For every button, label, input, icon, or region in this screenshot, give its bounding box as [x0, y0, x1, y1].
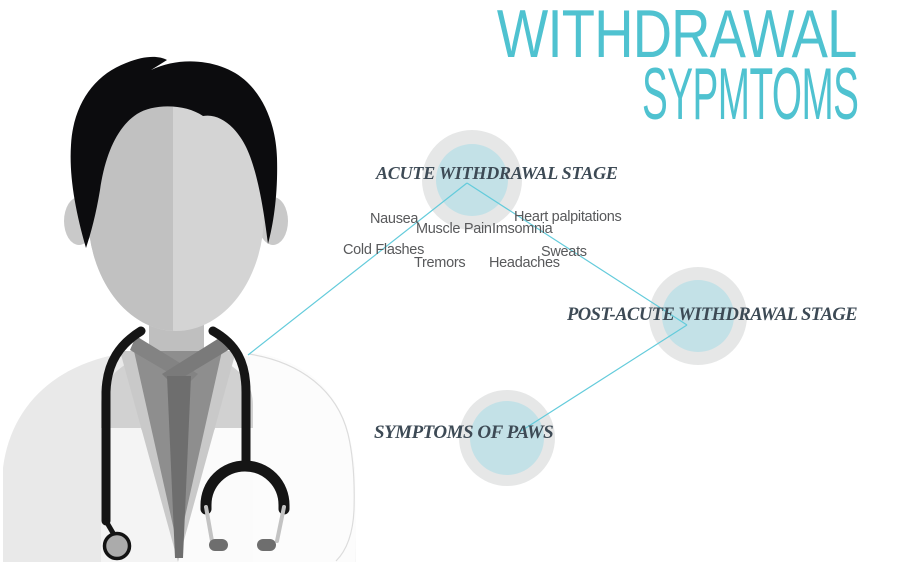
doctor-collar-right [162, 335, 230, 384]
symptom-heart-palpitations: Heart palpitations [514, 209, 622, 225]
symptom-sweats: Sweats [541, 244, 587, 260]
symptom-nausea: Nausea [370, 211, 419, 227]
symptom-tremors: Tremors [414, 255, 466, 271]
doctor-illustration [3, 56, 356, 562]
paws-stage-node [470, 401, 544, 475]
page-title-line1: WITHDRAWAL [497, 0, 857, 72]
doctor-coat-right [250, 352, 356, 562]
symptom-muscle-pain: Muscle Pain [416, 221, 492, 237]
connector-acute-to-post-acute [466, 182, 688, 326]
doctor-coat-outline [248, 353, 355, 562]
post-acute-stage-label: POST-ACUTE WITHDRAWAL STAGE [567, 305, 858, 325]
symptom-headaches: Headaches [489, 255, 560, 271]
symptom-cold-flashes: Cold Flashes [343, 242, 425, 258]
connector-acute-to-doctor [247, 182, 468, 356]
doctor-coat-panel-right [178, 428, 253, 562]
doctor-hair [70, 56, 278, 248]
page-title-line2: SYPMTOMS [641, 54, 859, 135]
connector-post-acute-to-paws [520, 324, 688, 432]
paws-stage-label: SYMPTOMS OF PAWS [374, 422, 554, 443]
acute-stage-label: ACUTE WITHDRAWAL STAGE [376, 163, 618, 183]
acute-stage-node [436, 144, 508, 216]
doctor-face-shade [88, 97, 173, 331]
doctor-tie [167, 376, 191, 558]
stethoscope-icon [101, 326, 290, 561]
symptom-imsomnia: Imsomnia [492, 221, 553, 237]
doctor-coat-panel-left [101, 428, 178, 562]
